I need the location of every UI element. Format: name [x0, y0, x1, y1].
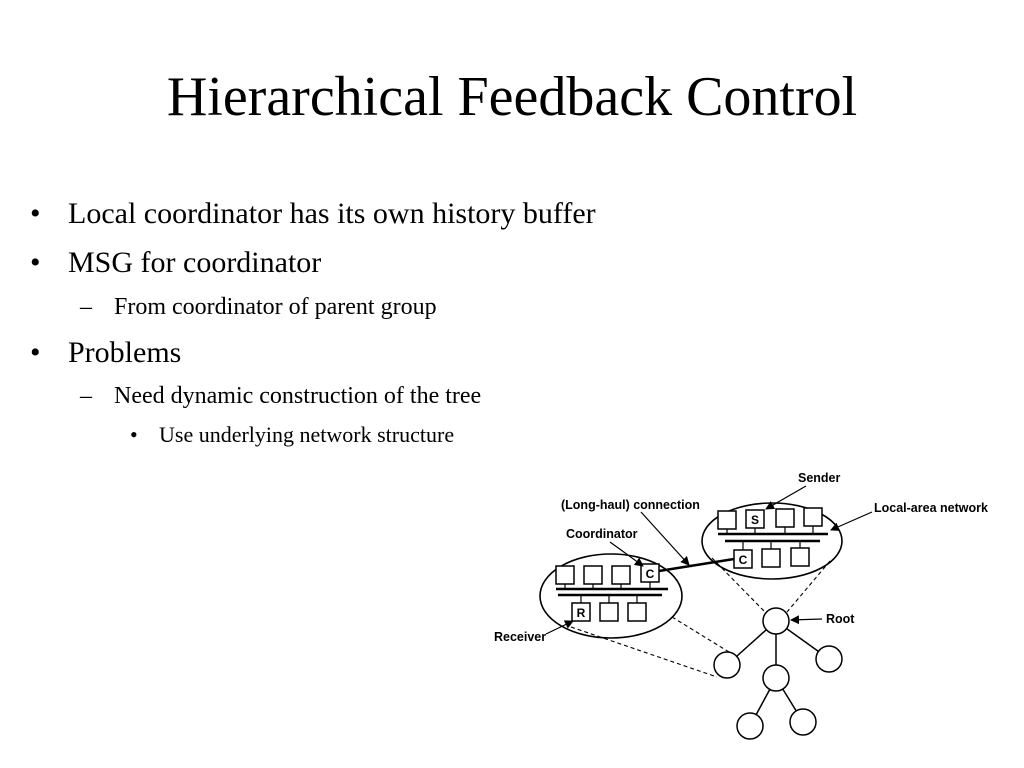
root-label: Root [826, 612, 855, 626]
bullet-item-problems: • Problems [30, 335, 181, 371]
host-box [599, 602, 619, 622]
coordinator-box-label: C [646, 567, 655, 581]
tree-node [815, 645, 843, 673]
host-box [761, 548, 781, 568]
lan-arrow [830, 511, 873, 531]
slide-title: Hierarchical Feedback Control [166, 66, 858, 128]
left-lan-ellipse [539, 553, 683, 639]
bullet-text: Local coordinator has its own history bu… [68, 197, 596, 230]
receiver-label: Receiver [494, 630, 546, 644]
tree-node [762, 664, 790, 692]
coordinator-box-label: C [739, 553, 748, 567]
coordinator-label: Coordinator [566, 527, 638, 541]
bullet-glyph: • [30, 197, 41, 230]
bullet-item-history-buffer: • Local coordinator has its own history … [30, 196, 596, 232]
bullet-text: Problems [68, 336, 182, 369]
tree-node [736, 712, 764, 740]
bullet-glyph: • [30, 336, 41, 369]
sender-arrow [765, 485, 807, 510]
right-lan-group: S C [701, 502, 843, 580]
root-arrow [790, 615, 823, 625]
bullet-glyph: • [130, 422, 138, 447]
host-box [627, 602, 647, 622]
host-box [790, 547, 810, 567]
bullet-text: Need dynamic construction of the tree [114, 383, 482, 409]
tree-node [713, 651, 741, 679]
dash-glyph: – [80, 294, 92, 320]
long-haul-arrow [640, 511, 690, 566]
long-haul-link [658, 557, 735, 573]
sub-bullet-parent-group: – From coordinator of parent group [80, 292, 437, 322]
host-box [611, 565, 631, 585]
sub-sub-bullet-network-structure: • Use underlying network structure [130, 422, 454, 448]
left-lan-group: C R [539, 553, 683, 639]
receiver-box-label: R [577, 606, 586, 620]
sender-label: Sender [798, 471, 841, 485]
bullet-glyph: • [30, 246, 41, 279]
host-box [717, 510, 737, 530]
bullet-text: From coordinator of parent group [114, 294, 437, 320]
hierarchical-network-diagram: C R S C [494, 471, 988, 740]
lan-label: Local-area network [874, 501, 988, 515]
host-box [803, 507, 823, 527]
root-node [762, 607, 790, 635]
host-box [775, 508, 795, 528]
tree [713, 607, 843, 740]
bullet-item-msg-coordinator: • MSG for coordinator [30, 245, 321, 281]
coordinator-arrow [609, 541, 644, 567]
host-box [583, 565, 603, 585]
bullet-text: Use underlying network structure [159, 422, 455, 447]
bullet-text: MSG for coordinator [68, 246, 322, 279]
dash-glyph: – [80, 383, 92, 409]
long-haul-label: (Long-haul) connection [561, 498, 700, 512]
sub-bullet-dynamic-tree: – Need dynamic construction of the tree [80, 381, 481, 411]
tree-node [789, 708, 817, 736]
receiver-arrow [545, 620, 574, 635]
sender-box-label: S [751, 513, 759, 527]
host-box [555, 565, 575, 585]
projection-lines [570, 557, 831, 678]
